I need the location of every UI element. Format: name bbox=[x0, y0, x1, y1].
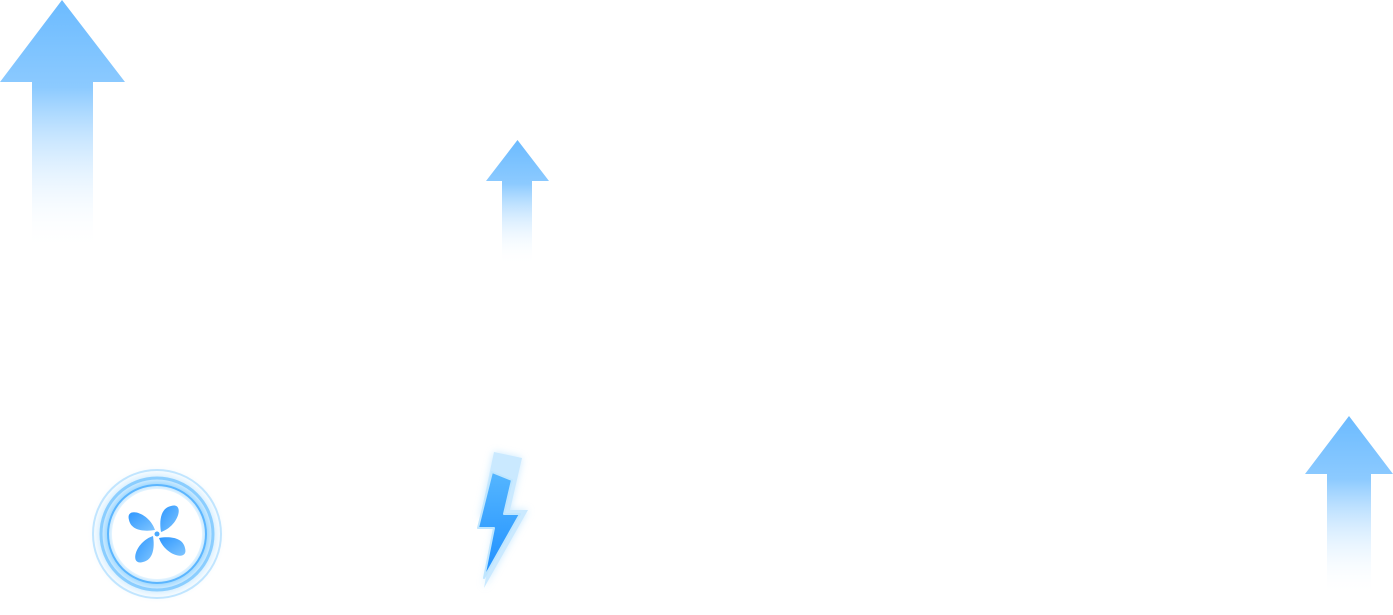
fan-icon bbox=[87, 464, 227, 604]
fan-badge bbox=[86, 463, 228, 605]
arrow-up-icon bbox=[0, 0, 125, 250]
arrow-up-icon bbox=[1305, 416, 1393, 596]
arrow-up-icon-large bbox=[0, 0, 125, 250]
lightning-bolt-icon bbox=[477, 452, 528, 588]
lightning-bolt bbox=[448, 450, 534, 590]
arrow-up-icon-small bbox=[486, 140, 549, 265]
arrow-up-icon-right bbox=[1305, 416, 1393, 596]
arrow-up-icon bbox=[486, 140, 549, 265]
